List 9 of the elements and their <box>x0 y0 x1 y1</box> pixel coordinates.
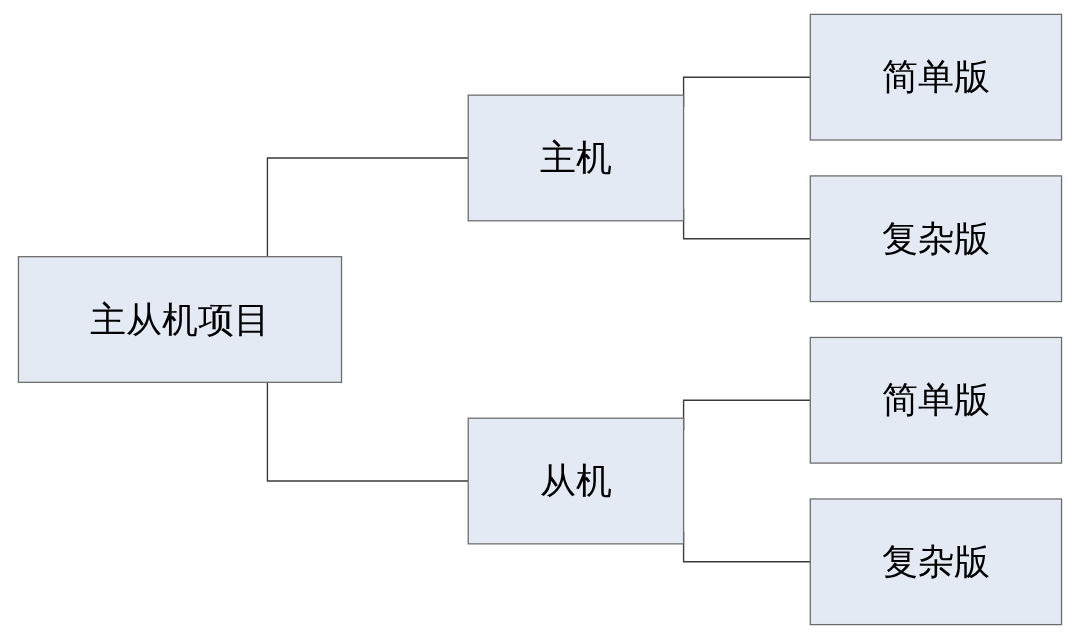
connector <box>266 157 469 258</box>
node-box: 复杂版 <box>809 175 1063 303</box>
connector <box>266 381 469 482</box>
node-box: 从机 <box>467 417 685 545</box>
node-box: 简单版 <box>809 336 1063 464</box>
node-box: 主从机项目 <box>17 256 343 383</box>
node-box: 简单版 <box>809 13 1063 141</box>
node-box: 复杂版 <box>809 498 1063 626</box>
node-box: 主机 <box>467 94 685 222</box>
